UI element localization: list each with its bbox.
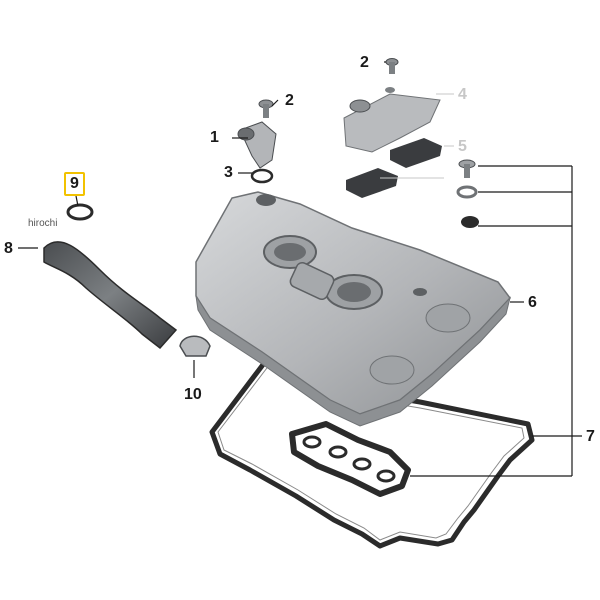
breather-connector	[237, 121, 277, 169]
watermark-text: hirochi	[28, 218, 58, 229]
callout-9-highlighted: 9	[64, 172, 85, 196]
callout-10: 10	[184, 386, 202, 403]
o-ring	[250, 168, 274, 184]
hose-clamp-bottom	[179, 335, 211, 357]
callout-4: 4	[458, 86, 467, 103]
cover-part-4	[343, 87, 441, 153]
breather-hose	[43, 241, 178, 350]
callout-3: 3	[224, 164, 233, 181]
bolt-top	[385, 58, 399, 74]
callout-8: 8	[4, 240, 13, 257]
bolt-washer-stack	[456, 159, 479, 228]
spark-plug-well-gasket	[289, 421, 411, 497]
callout-2-top: 2	[360, 54, 369, 71]
callout-5: 5	[458, 138, 467, 155]
seal-gaskets	[346, 138, 442, 198]
callout-7: 7	[586, 428, 595, 445]
callout-6: 6	[528, 294, 537, 311]
leader-lines	[18, 61, 582, 477]
callout-1: 1	[210, 129, 219, 146]
leader-lines-dim	[380, 93, 454, 179]
hose-clamp-top	[66, 203, 94, 221]
callout-2-left: 2	[285, 92, 294, 109]
bolt-left	[258, 99, 274, 118]
valve-cover	[195, 191, 511, 427]
